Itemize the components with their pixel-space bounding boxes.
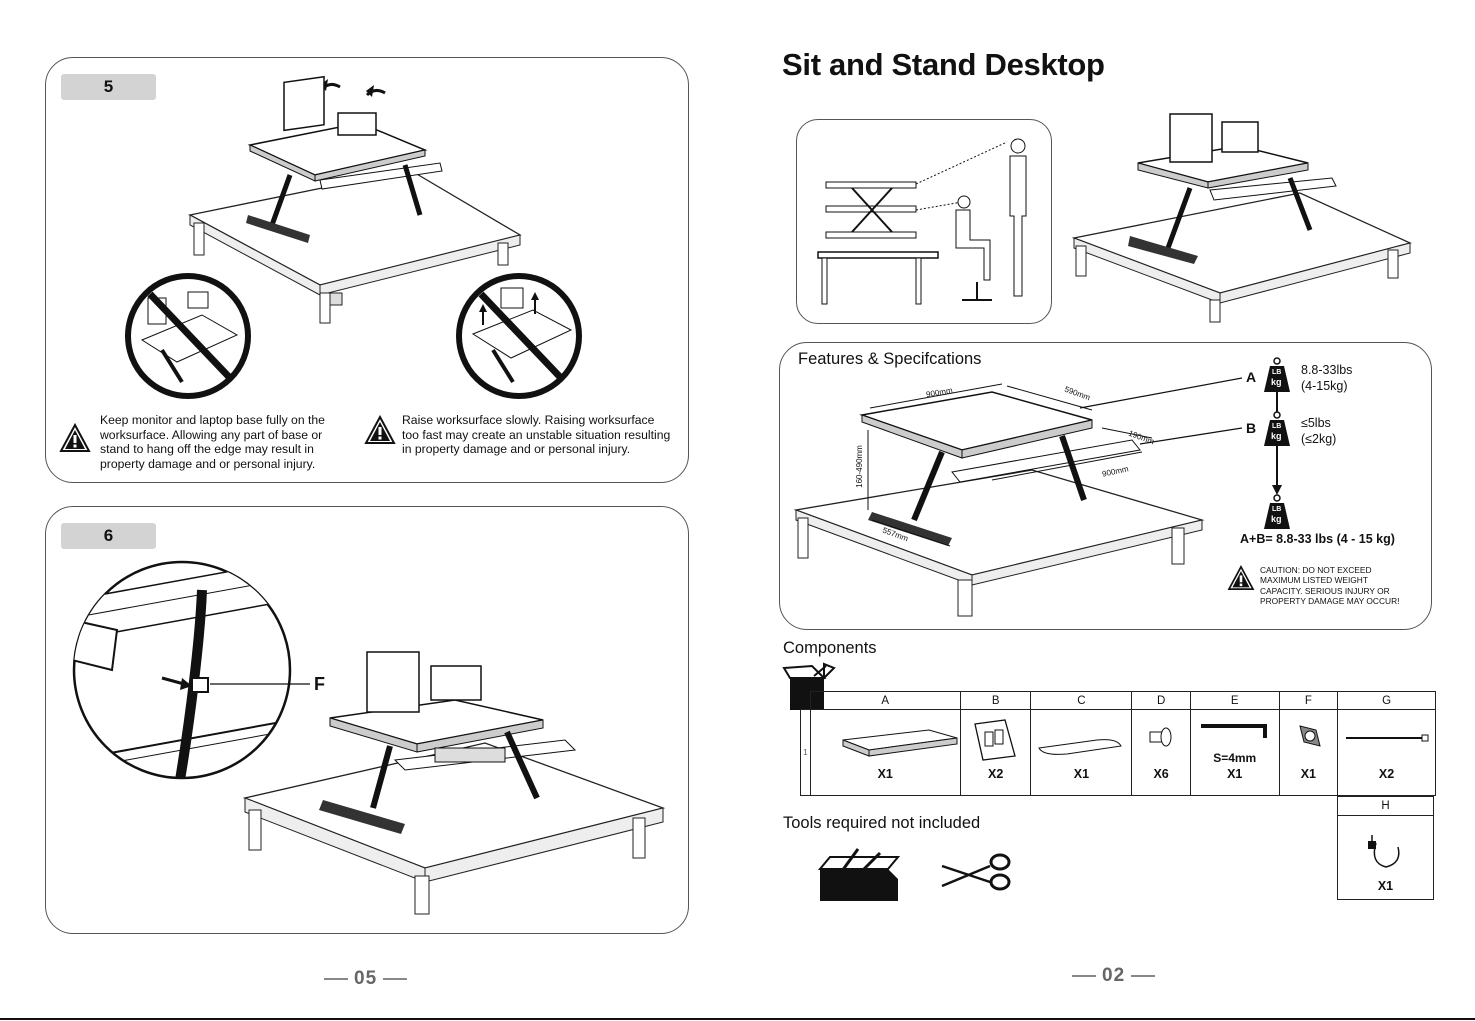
components-heading: Components <box>783 639 877 657</box>
part-h-box: H X1 <box>1337 796 1434 900</box>
part-b-cell: X2 <box>959 709 1032 796</box>
load-b-weight-kg: (≤2kg) <box>1301 432 1337 446</box>
caution-text: CAUTION: DO NOT EXCEED MAXIMUM LISTED WE… <box>1260 565 1400 607</box>
part-g-rod-icon <box>1346 734 1429 742</box>
part-d-screw-icon <box>1149 727 1172 747</box>
weight-icon-b-lb: LB <box>1272 423 1282 430</box>
page-title: Sit and Stand Desktop <box>782 47 1105 82</box>
warning-text-base-edge: Keep monitor and laptop base fully on th… <box>100 413 325 471</box>
tools-heading: Tools required not included <box>783 814 981 832</box>
col-f-letter: F <box>1278 691 1339 710</box>
right-page-number: 02 <box>1066 965 1161 987</box>
components-table: A B C D E F G 1 X1 X2 <box>800 691 1436 796</box>
caution-icon <box>1227 565 1255 590</box>
part-g-cell: X2 <box>1337 709 1436 796</box>
cable-clip-detail-illustration <box>72 560 310 780</box>
part-c-cell: X1 <box>1030 709 1133 796</box>
part-c-qty: X1 <box>1073 767 1090 781</box>
part-a-qty: X1 <box>877 767 893 781</box>
dim-height-range: 160-490mm <box>854 445 864 488</box>
part-e-cell: S=4mm X1 <box>1189 709 1280 796</box>
weight-icon-ab-lb: LB <box>1272 506 1282 513</box>
dimensioned-desk-illustration <box>793 383 1205 617</box>
col-c-letter: C <box>1030 691 1133 710</box>
step6-desk-illustration <box>242 651 666 915</box>
part-h-letter: H <box>1338 797 1433 816</box>
col-e-letter: E <box>1189 691 1280 710</box>
col-d-letter: D <box>1131 691 1191 710</box>
weight-icon-a-kg: kg <box>1271 377 1282 387</box>
part-f-qty: X1 <box>1300 767 1316 781</box>
warning-text-raise-slowly: Raise worksurface slowly. Raising worksu… <box>402 413 671 456</box>
load-b-label: B <box>1246 420 1257 436</box>
prohibited-fast-raise-illustration <box>456 273 582 399</box>
part-h-cable-icon <box>1368 835 1400 868</box>
ergonomic-positions-illustration <box>817 138 1027 305</box>
part-c-keyboard-tray-icon <box>1038 739 1123 755</box>
weight-icon-b-kg: kg <box>1271 431 1282 441</box>
prohibited-overhang-illustration <box>125 273 251 399</box>
features-panel <box>779 342 1432 630</box>
part-g-qty: X2 <box>1378 767 1395 781</box>
part-h-qty: X1 <box>1377 879 1394 893</box>
step5-desk-illustration <box>188 75 522 324</box>
part-d-qty: X6 <box>1153 767 1169 781</box>
desk-overview-illustration <box>1071 113 1412 323</box>
load-a-weight-kg: (4-15kg) <box>1301 379 1348 393</box>
step6-badge: 6 <box>61 523 156 549</box>
part-e-size: S=4mm <box>1213 751 1257 765</box>
part-a-cell: X1 <box>809 709 961 796</box>
load-leader-lines <box>1079 377 1243 445</box>
toolbox-icon <box>817 848 901 901</box>
part-e-qty: X1 <box>1227 767 1243 781</box>
combined-load: A+B= 8.8-33 lbs (4 - 15 kg) <box>1240 532 1395 546</box>
col-a-letter: A <box>809 691 961 710</box>
part-d-cell: X6 <box>1131 709 1191 796</box>
weight-icon-a-lb: LB <box>1272 369 1282 376</box>
weight-icon-ab-kg: kg <box>1271 514 1282 524</box>
part-b-qty: X2 <box>988 767 1004 781</box>
callout-label-f: F <box>314 674 325 694</box>
row-number: 1 <box>800 709 811 796</box>
part-a-desktop-icon <box>842 729 958 757</box>
features-heading: Features & Specifcations <box>798 350 982 368</box>
part-f-cell: X1 <box>1278 709 1339 796</box>
height-positions-panel <box>796 119 1052 324</box>
left-page-number: 05 <box>318 968 413 990</box>
scissors-icon <box>941 853 1011 891</box>
load-a-weight-lbs: 8.8-33lbs <box>1301 363 1353 377</box>
part-b-bracket-icon <box>974 719 1016 761</box>
part-e-hex-key-icon <box>1200 724 1267 738</box>
warning-icon <box>364 414 396 444</box>
load-a-label: A <box>1246 369 1257 385</box>
weight-chain-illustration <box>1264 357 1290 529</box>
part-f-cable-clip-icon <box>1298 725 1321 747</box>
load-b-weight-lbs: ≤5lbs <box>1301 416 1331 430</box>
col-b-letter: B <box>959 691 1032 710</box>
warning-icon <box>59 422 91 452</box>
page-bottom-rule <box>0 1018 1475 1020</box>
step5-badge: 5 <box>61 74 156 100</box>
col-g-letter: G <box>1337 691 1436 710</box>
